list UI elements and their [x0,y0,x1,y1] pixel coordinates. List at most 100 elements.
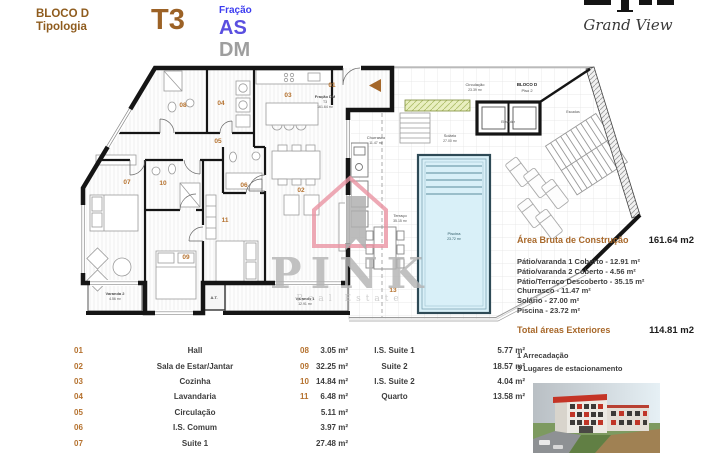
room-number: 01 [74,346,83,356]
total-exterior-row: Total áreas Exteriores 114.81 m2 [517,325,694,336]
svg-text:05: 05 [214,138,222,145]
exterior-area-item: Churrasco - 11.47 m² [517,286,591,296]
svg-text:35.15 m²: 35.15 m² [393,219,408,223]
room-name: I.S. Comum [172,423,217,433]
gross-area-label: Área Bruta de Construção [517,235,629,245]
render-cars [539,440,563,449]
sun-loungers [505,156,569,240]
room-area: 27.48 m² [315,438,348,448]
room-name: Suite 2 [381,361,408,371]
svg-text:09: 09 [182,254,190,261]
gross-area-row: Área Bruta de Construção 161.64 m2 [517,235,694,246]
fraction-label: Fração [219,5,252,16]
total-exterior-value: 114.81 m2 [649,324,694,336]
exterior-area-item: Pátio/Terraço Descoberto - 35.15 m² [517,276,645,286]
building-render-image [533,383,660,453]
room-number: 03 [74,376,83,386]
doors [129,67,361,242]
logo-cropped-glyph [617,10,633,12]
svg-text:08: 08 [179,102,187,109]
gross-area-value: 161.64 m2 [648,235,694,246]
room-name: I.S. Suite 2 [374,376,415,386]
svg-text:Piscina: Piscina [448,231,462,236]
svg-text:01: 01 [328,82,336,89]
exterior-area-item: Pátio/varanda 1 Coberto - 12.91 m² [517,257,640,266]
room-area: 18.57 m² [492,361,525,371]
total-exterior-label: Total áreas Exteriores [517,324,611,335]
room-number: 10 [300,376,309,386]
exterior-area-item: Solário - 27.00 m² [517,296,580,306]
svg-text:27.00 m²: 27.00 m² [443,139,458,143]
svg-text:Fração DM: Fração DM [315,94,336,99]
svg-text:23.39 m²: 23.39 m² [468,88,483,92]
svg-text:10: 10 [159,180,167,187]
svg-text:04: 04 [217,100,225,107]
stairs-small [399,112,431,144]
svg-text:Varanda 1: Varanda 1 [296,296,316,301]
room-area: 14.84 m² [315,376,348,386]
floor-plan-drawing: Fração DM T3 161.64 m² Churrasco 11.47 m… [80,65,642,322]
room-number: 07 [74,438,83,448]
room-number: 04 [74,392,83,402]
svg-text:Solário: Solário [444,133,457,138]
room-number: 09 [300,361,309,371]
room-name: Lavandaria [173,392,217,402]
planter [404,99,471,112]
logo-cropped-glyph [621,0,629,10]
svg-text:11: 11 [222,217,229,224]
svg-text:BLOCO D: BLOCO D [517,82,537,87]
render-building-right [607,405,649,431]
svg-text:Churrasco: Churrasco [367,135,386,140]
table-row: 11 Quarto 13.58 m² [300,389,525,404]
typology-value: T3 [151,4,185,36]
block-typology-heading: BLOCO D Tipologia [36,8,89,34]
terrace-table [365,226,405,270]
svg-text:Escadas: Escadas [566,110,580,114]
room-area: 6.48 m² [320,392,348,402]
windows [80,107,351,316]
room-name: Circulação [174,407,216,417]
svg-text:12.91 m²: 12.91 m² [298,302,313,306]
logo-cropped-glyph [584,0,611,5]
room-numbers: 01 02 03 04 05 06 07 08 09 10 11 [123,82,336,261]
room-number: 11 [300,392,309,402]
svg-text:161.64 m²: 161.64 m² [317,105,334,109]
svg-text:07: 07 [123,179,131,186]
outer-diagonal-wall [539,66,642,273]
svg-text:A.T.: A.T. [210,295,217,300]
brand-script-name: Grand View [583,16,673,34]
room-area: 4.04 m² [497,376,525,386]
svg-text:06: 06 [240,182,248,189]
room-name: Quarto [381,392,408,402]
svg-text:4.56 m²: 4.56 m² [109,297,122,301]
exterior-area-item: Piscina - 23.72 m² [517,305,580,315]
bbq-counter [350,142,369,228]
render-building-left [553,394,607,433]
plan-labels: Fração DM T3 161.64 m² Churrasco 11.47 m… [106,82,580,306]
svg-text:Circulação: Circulação [466,82,486,87]
room-name: Cozinha [179,376,211,386]
tipologia-label: Tipologia [36,21,87,33]
room-number: 02 [74,361,83,371]
svg-text:11.47 m²: 11.47 m² [369,141,383,145]
table-row: 10 I.S. Suite 2 4.04 m² [300,374,525,389]
room-name: I.S. Suite 1 [374,346,415,356]
table-row: 09 Suite 2 18.57 m² [300,358,525,373]
extras-notes: 1 Arrecadação 3 Lugares de estacionament… [517,349,622,375]
block-name: BLOCO D [36,8,90,20]
svg-text:03: 03 [284,92,292,99]
pool [416,153,492,315]
room-area: 13.58 m² [492,392,525,402]
svg-text:23.72 m²: 23.72 m² [447,237,462,241]
parking-note: 3 Lugares de estacionamento [517,364,623,373]
room-name: Sala de Estar/Jantar [156,361,234,371]
storage-note: 1 Arrecadação [517,351,569,360]
svg-text:Elevador: Elevador [501,120,516,124]
room-number: 06 [74,423,83,433]
